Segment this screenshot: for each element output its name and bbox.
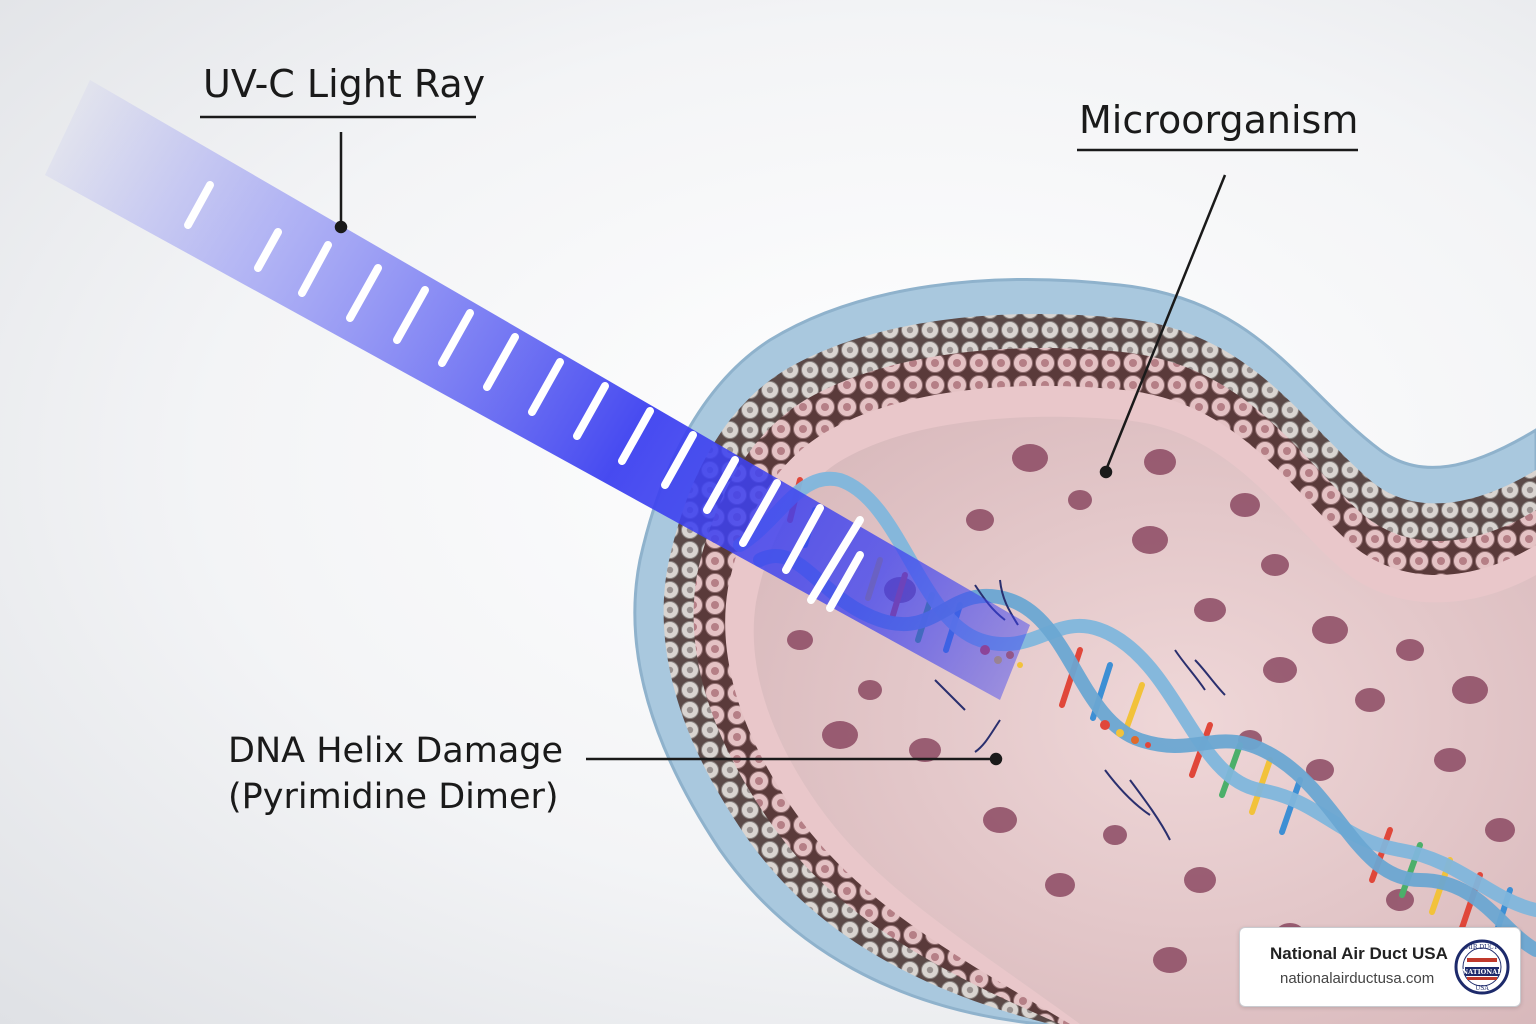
dna-damage-label-line2: (Pyrimidine Dimer) <box>228 777 559 817</box>
brand-seal-bottom: USA <box>1475 985 1489 992</box>
damage-lines <box>934 579 1226 841</box>
uvc-ray-dashes <box>184 181 864 612</box>
dna-damage-label-line1: DNA Helix Damage <box>228 731 564 771</box>
dna-strand-a <box>733 471 1536 917</box>
brand-seal-logo: AIR DUCT NATIONAL USA <box>1454 939 1510 995</box>
uvc-ray-beam <box>45 80 1030 700</box>
vacuoles <box>787 444 1515 973</box>
microorganism-label: Microorganism <box>1079 98 1359 142</box>
brand-url[interactable]: nationalairductusa.com <box>1280 970 1435 987</box>
leader-lines <box>200 115 1358 766</box>
brand-seal-top: AIR DUCT <box>1465 944 1498 951</box>
dna-damage-label: DNA Helix Damage (Pyrimidine Dimer) <box>228 728 563 820</box>
micro-leader-line <box>1104 174 1227 471</box>
micro-leader-dot <box>1099 465 1113 479</box>
uv-leader-dot <box>334 220 348 234</box>
dna-leader-dot <box>989 752 1003 766</box>
uvc-ray <box>45 80 1030 700</box>
brand-badge[interactable]: National Air Duct USA nationalairductusa… <box>1239 927 1521 1007</box>
microorganism-body <box>633 278 1536 1024</box>
brand-seal-mid: NATIONAL <box>1462 968 1502 976</box>
cytoplasm <box>753 416 1536 1024</box>
brand-name: National Air Duct USA <box>1270 944 1448 963</box>
uvc-light-ray-label: UV-C Light Ray <box>203 62 486 106</box>
